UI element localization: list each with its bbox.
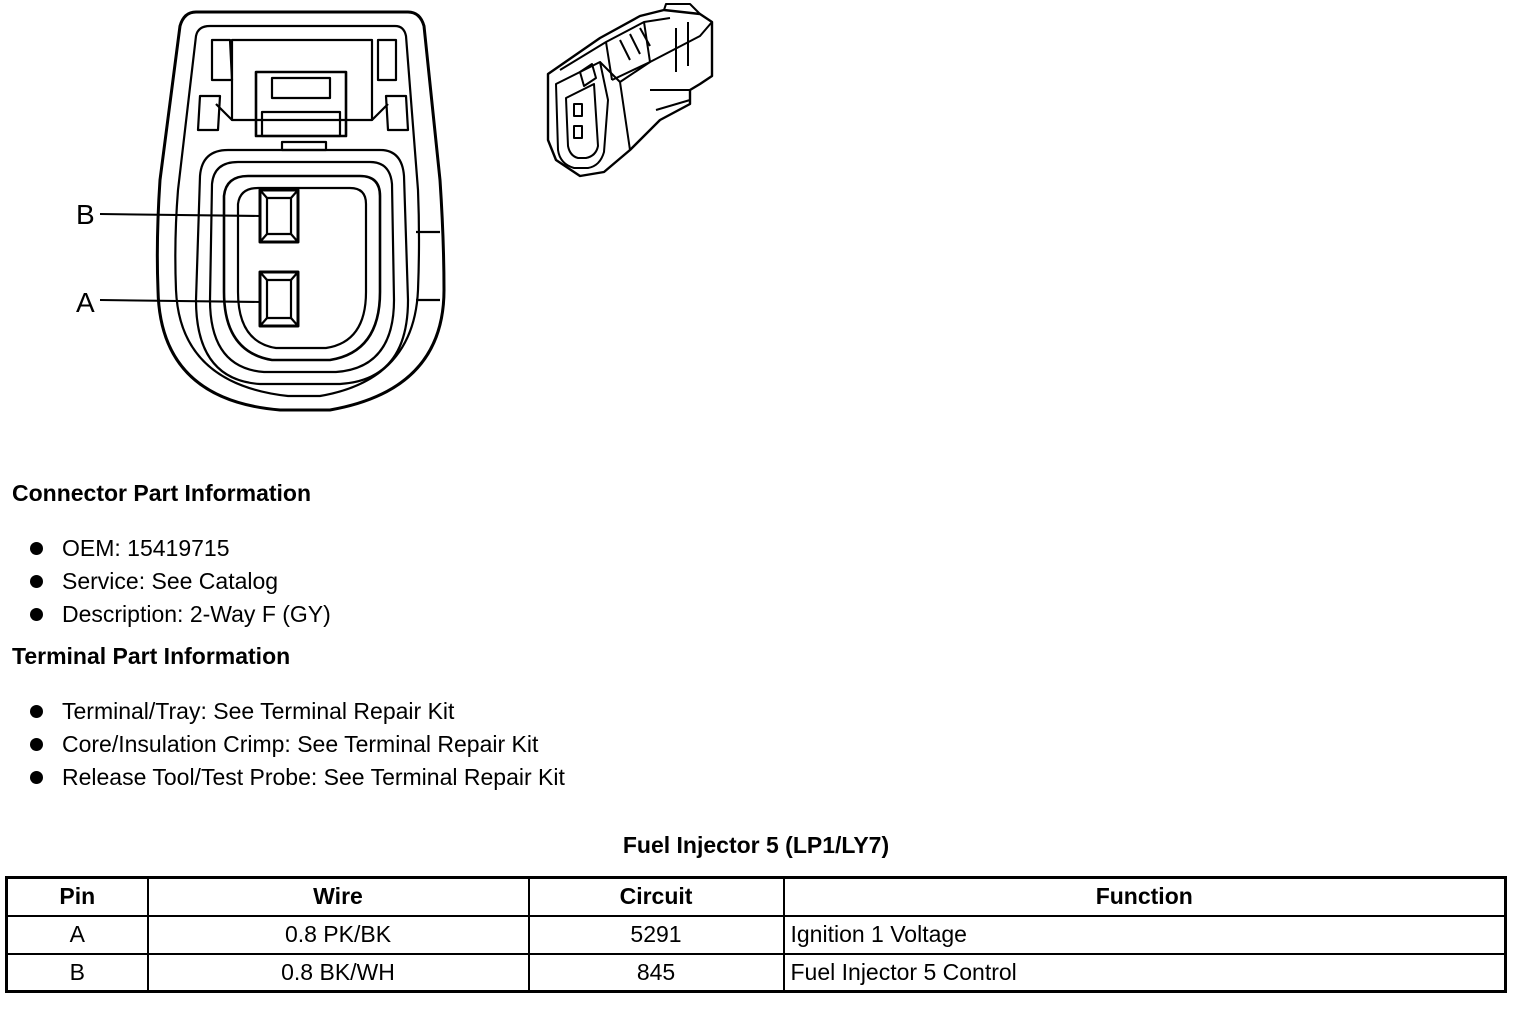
list-item-text: Core/Insulation Crimp: See Terminal Repa…: [62, 731, 539, 757]
table-row: A 0.8 PK/BK 5291 Ignition 1 Voltage: [5, 914, 1507, 955]
cell-circuit: 845: [527, 952, 785, 993]
cell-wire: 0.8 BK/WH: [146, 952, 530, 993]
list-item: Service: See Catalog: [30, 565, 331, 598]
cell-pin: A: [5, 914, 149, 955]
cavity-b: [258, 188, 300, 244]
list-item: Core/Insulation Crimp: See Terminal Repa…: [30, 728, 565, 761]
list-item-text: Release Tool/Test Probe: See Terminal Re…: [62, 764, 565, 790]
pin-table: Pin Wire Circuit Function A 0.8 PK/BK 52…: [5, 876, 1507, 993]
connector-info-list: OEM: 15419715 Service: See Catalog Descr…: [30, 532, 331, 631]
bullet-icon: [30, 575, 43, 588]
table-title: Fuel Injector 5 (LP1/LY7): [622, 832, 890, 858]
table-header-row: Pin Wire Circuit Function: [5, 876, 1507, 917]
cavity-a: [258, 270, 300, 328]
connector-face-view: [155, 10, 446, 412]
list-item: Release Tool/Test Probe: See Terminal Re…: [30, 761, 565, 794]
header-wire: Wire: [146, 876, 530, 917]
list-item-text: OEM: 15419715: [62, 535, 230, 561]
list-item-text: Terminal/Tray: See Terminal Repair Kit: [62, 698, 455, 724]
cell-pin: B: [5, 952, 149, 993]
terminal-info-list: Terminal/Tray: See Terminal Repair Kit C…: [30, 695, 565, 794]
header-function: Function: [782, 876, 1507, 917]
connector-isometric-view: [546, 3, 714, 178]
list-item: OEM: 15419715: [30, 532, 331, 565]
bullet-icon: [30, 738, 43, 751]
cell-function: Fuel Injector 5 Control: [782, 952, 1507, 993]
list-item: Terminal/Tray: See Terminal Repair Kit: [30, 695, 565, 728]
cell-circuit: 5291: [527, 914, 785, 955]
pin-label-b: B: [76, 199, 95, 230]
header-pin: Pin: [5, 876, 149, 917]
bullet-icon: [30, 705, 43, 718]
header-circuit: Circuit: [527, 876, 785, 917]
cell-function: Ignition 1 Voltage: [782, 914, 1507, 955]
bullet-icon: [30, 542, 43, 555]
terminal-info-heading: Terminal Part Information: [12, 643, 291, 669]
cell-wire: 0.8 PK/BK: [146, 914, 530, 955]
pin-label-a: A: [76, 287, 95, 318]
table-row: B 0.8 BK/WH 845 Fuel Injector 5 Control: [5, 952, 1507, 993]
connector-info-heading: Connector Part Information: [12, 480, 312, 506]
list-item-text: Description: 2-Way F (GY): [62, 601, 331, 627]
connector-diagram: B A: [76, 3, 714, 412]
bullet-icon: [30, 608, 43, 621]
list-item-text: Service: See Catalog: [62, 568, 279, 594]
bullet-icon: [30, 771, 43, 784]
list-item: Description: 2-Way F (GY): [30, 598, 331, 631]
